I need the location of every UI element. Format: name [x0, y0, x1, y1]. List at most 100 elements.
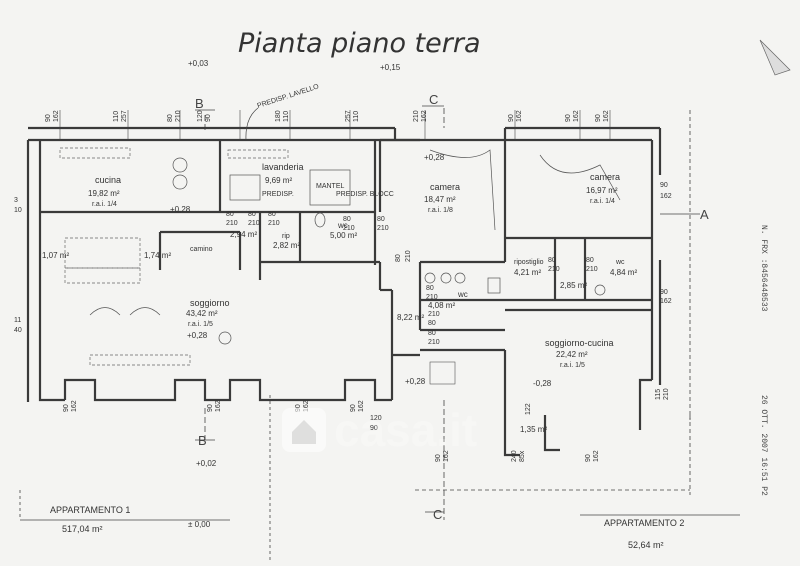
dimension-label: 90: [508, 114, 515, 122]
dimension-label: 240: [511, 450, 518, 462]
level-label: +0,03: [188, 59, 209, 68]
room-soggiorno-cucina: soggiorno-cucina 22,42 m² r.a.i. 1/5: [545, 338, 614, 369]
dimension-label: 210: [377, 225, 389, 232]
apartment-area: 517,04 m²: [62, 524, 103, 534]
room-name: cucina: [95, 175, 121, 185]
section-mark-a: A: [700, 207, 709, 222]
level-label: +0,28: [170, 205, 191, 214]
room-camera-2: camera 16,97 m² r.a.i. 1/4: [586, 172, 620, 205]
dimension-label: 162: [421, 110, 428, 122]
watermark: casa.it: [282, 404, 477, 456]
area-label: 1,74 m²: [144, 251, 171, 260]
dimension-label: 257: [345, 110, 352, 122]
note-arrow: [245, 107, 259, 141]
dimension-label: 162: [660, 298, 672, 305]
door-85x122: [429, 361, 456, 385]
dimension-label: 90: [660, 289, 668, 296]
dimension-label: 80: [226, 211, 234, 218]
apartment-area: 52,64 m²: [628, 540, 664, 550]
dimension-label: 110: [353, 111, 360, 122]
page-title: Pianta piano terra: [238, 28, 481, 59]
dimension-label: 162: [573, 110, 580, 122]
dimension-label: 162: [303, 400, 310, 412]
walls: [26, 126, 662, 457]
room-name: camino: [190, 246, 213, 253]
dimension-label: 80: [377, 216, 385, 223]
section-mark-b: B: [195, 96, 204, 111]
dimension-label: 90: [435, 454, 442, 462]
room-area: 43,42 m²: [186, 309, 218, 318]
room-rai: r.a.i. 1/5: [188, 321, 213, 328]
dimension-label: 90: [565, 114, 572, 122]
dimension-label: 120: [197, 110, 204, 122]
room-name: soggiorno: [190, 298, 230, 308]
room-name: wc: [337, 221, 348, 230]
level-label: ± 0,00: [188, 520, 211, 529]
room-wc-3: wc 4,84 m²: [610, 259, 637, 277]
area-label: 2,85 m²: [560, 281, 587, 290]
level-label: -0,28: [533, 379, 552, 388]
room-name: rip: [282, 233, 290, 240]
dimension-label: 162: [443, 450, 450, 462]
dimension-label: 80: [428, 320, 436, 327]
dimension-label: 210: [426, 294, 438, 301]
room-camino: camino: [190, 246, 213, 253]
side-dim: 40: [14, 327, 22, 334]
dimension-label: 90: [350, 404, 357, 412]
room-area: 4,08 m²: [428, 301, 455, 310]
dimension-label: 162: [516, 110, 523, 122]
dimension-label: 210: [226, 220, 238, 227]
level-label: +0,28: [187, 331, 208, 340]
dimension-label: 210: [586, 266, 598, 273]
fixtures: [89, 149, 621, 345]
dimension-label: 162: [593, 450, 600, 462]
level-label: +0,15: [380, 63, 401, 72]
dimension-label: 85x: [519, 450, 526, 462]
dimension-label: 210: [343, 225, 355, 232]
room-rai: r.a.i. 1/8: [428, 207, 453, 214]
fax-number: N. FRX :8456448533: [759, 225, 768, 312]
room-name: camera: [430, 182, 460, 192]
room-area: 4,21 m²: [514, 268, 541, 277]
note-predisp: PREDISP.: [262, 191, 294, 198]
dimension-label: 162: [53, 110, 60, 122]
note-mantel: MANTEL: [316, 183, 345, 190]
dimension-label: 80: [548, 257, 556, 264]
windows: [59, 147, 289, 366]
dimension-label: 90: [63, 404, 70, 412]
dimension-label: 80: [268, 211, 276, 218]
dimension-label: 210: [413, 110, 420, 122]
dimension-label: 90: [205, 114, 212, 122]
dimension-label: 210: [548, 266, 560, 273]
dimension-label: 180: [275, 110, 282, 122]
room-cucina: cucina 19,82 m² r.a.i. 1/4: [88, 175, 121, 208]
fax-date: 26 OTT. 2007 16:51 P2: [759, 395, 768, 496]
area-label: 8,22 m²: [397, 313, 424, 322]
dimension-label: 162: [358, 400, 365, 412]
room-rai: r.a.i. 1/4: [92, 201, 117, 208]
room-area: 18,47 m²: [424, 195, 456, 204]
room-wc-1: wc 5,00 m²: [330, 221, 357, 240]
section-mark-b: B: [198, 433, 207, 448]
apartment-2: APPARTAMENTO 2 52,64 m²: [604, 518, 684, 550]
room-name: wc: [615, 259, 625, 266]
room-area: 4,84 m²: [610, 268, 637, 277]
dimension-label: 80: [395, 254, 402, 262]
watermark-text: casa.it: [334, 404, 477, 456]
room-rip: rip 2,82 m²: [273, 233, 300, 250]
dimension-label: 110: [113, 111, 120, 122]
room-wc-2: wc 4,08 m²: [428, 290, 468, 310]
dimension-label: 90: [660, 182, 668, 189]
dimension-label: 80: [248, 211, 256, 218]
dimension-label: 210: [175, 110, 182, 122]
room-rai: r.a.i. 1/5: [560, 362, 585, 369]
section-lines: [19, 105, 740, 560]
room-area: 22,42 m²: [556, 350, 588, 359]
side-dim: 11: [14, 317, 21, 324]
dimension-label: 210: [428, 311, 440, 318]
dimension-label: 210: [405, 250, 412, 262]
dimension-label: 210: [248, 220, 260, 227]
dimension-label: 80: [426, 285, 434, 292]
